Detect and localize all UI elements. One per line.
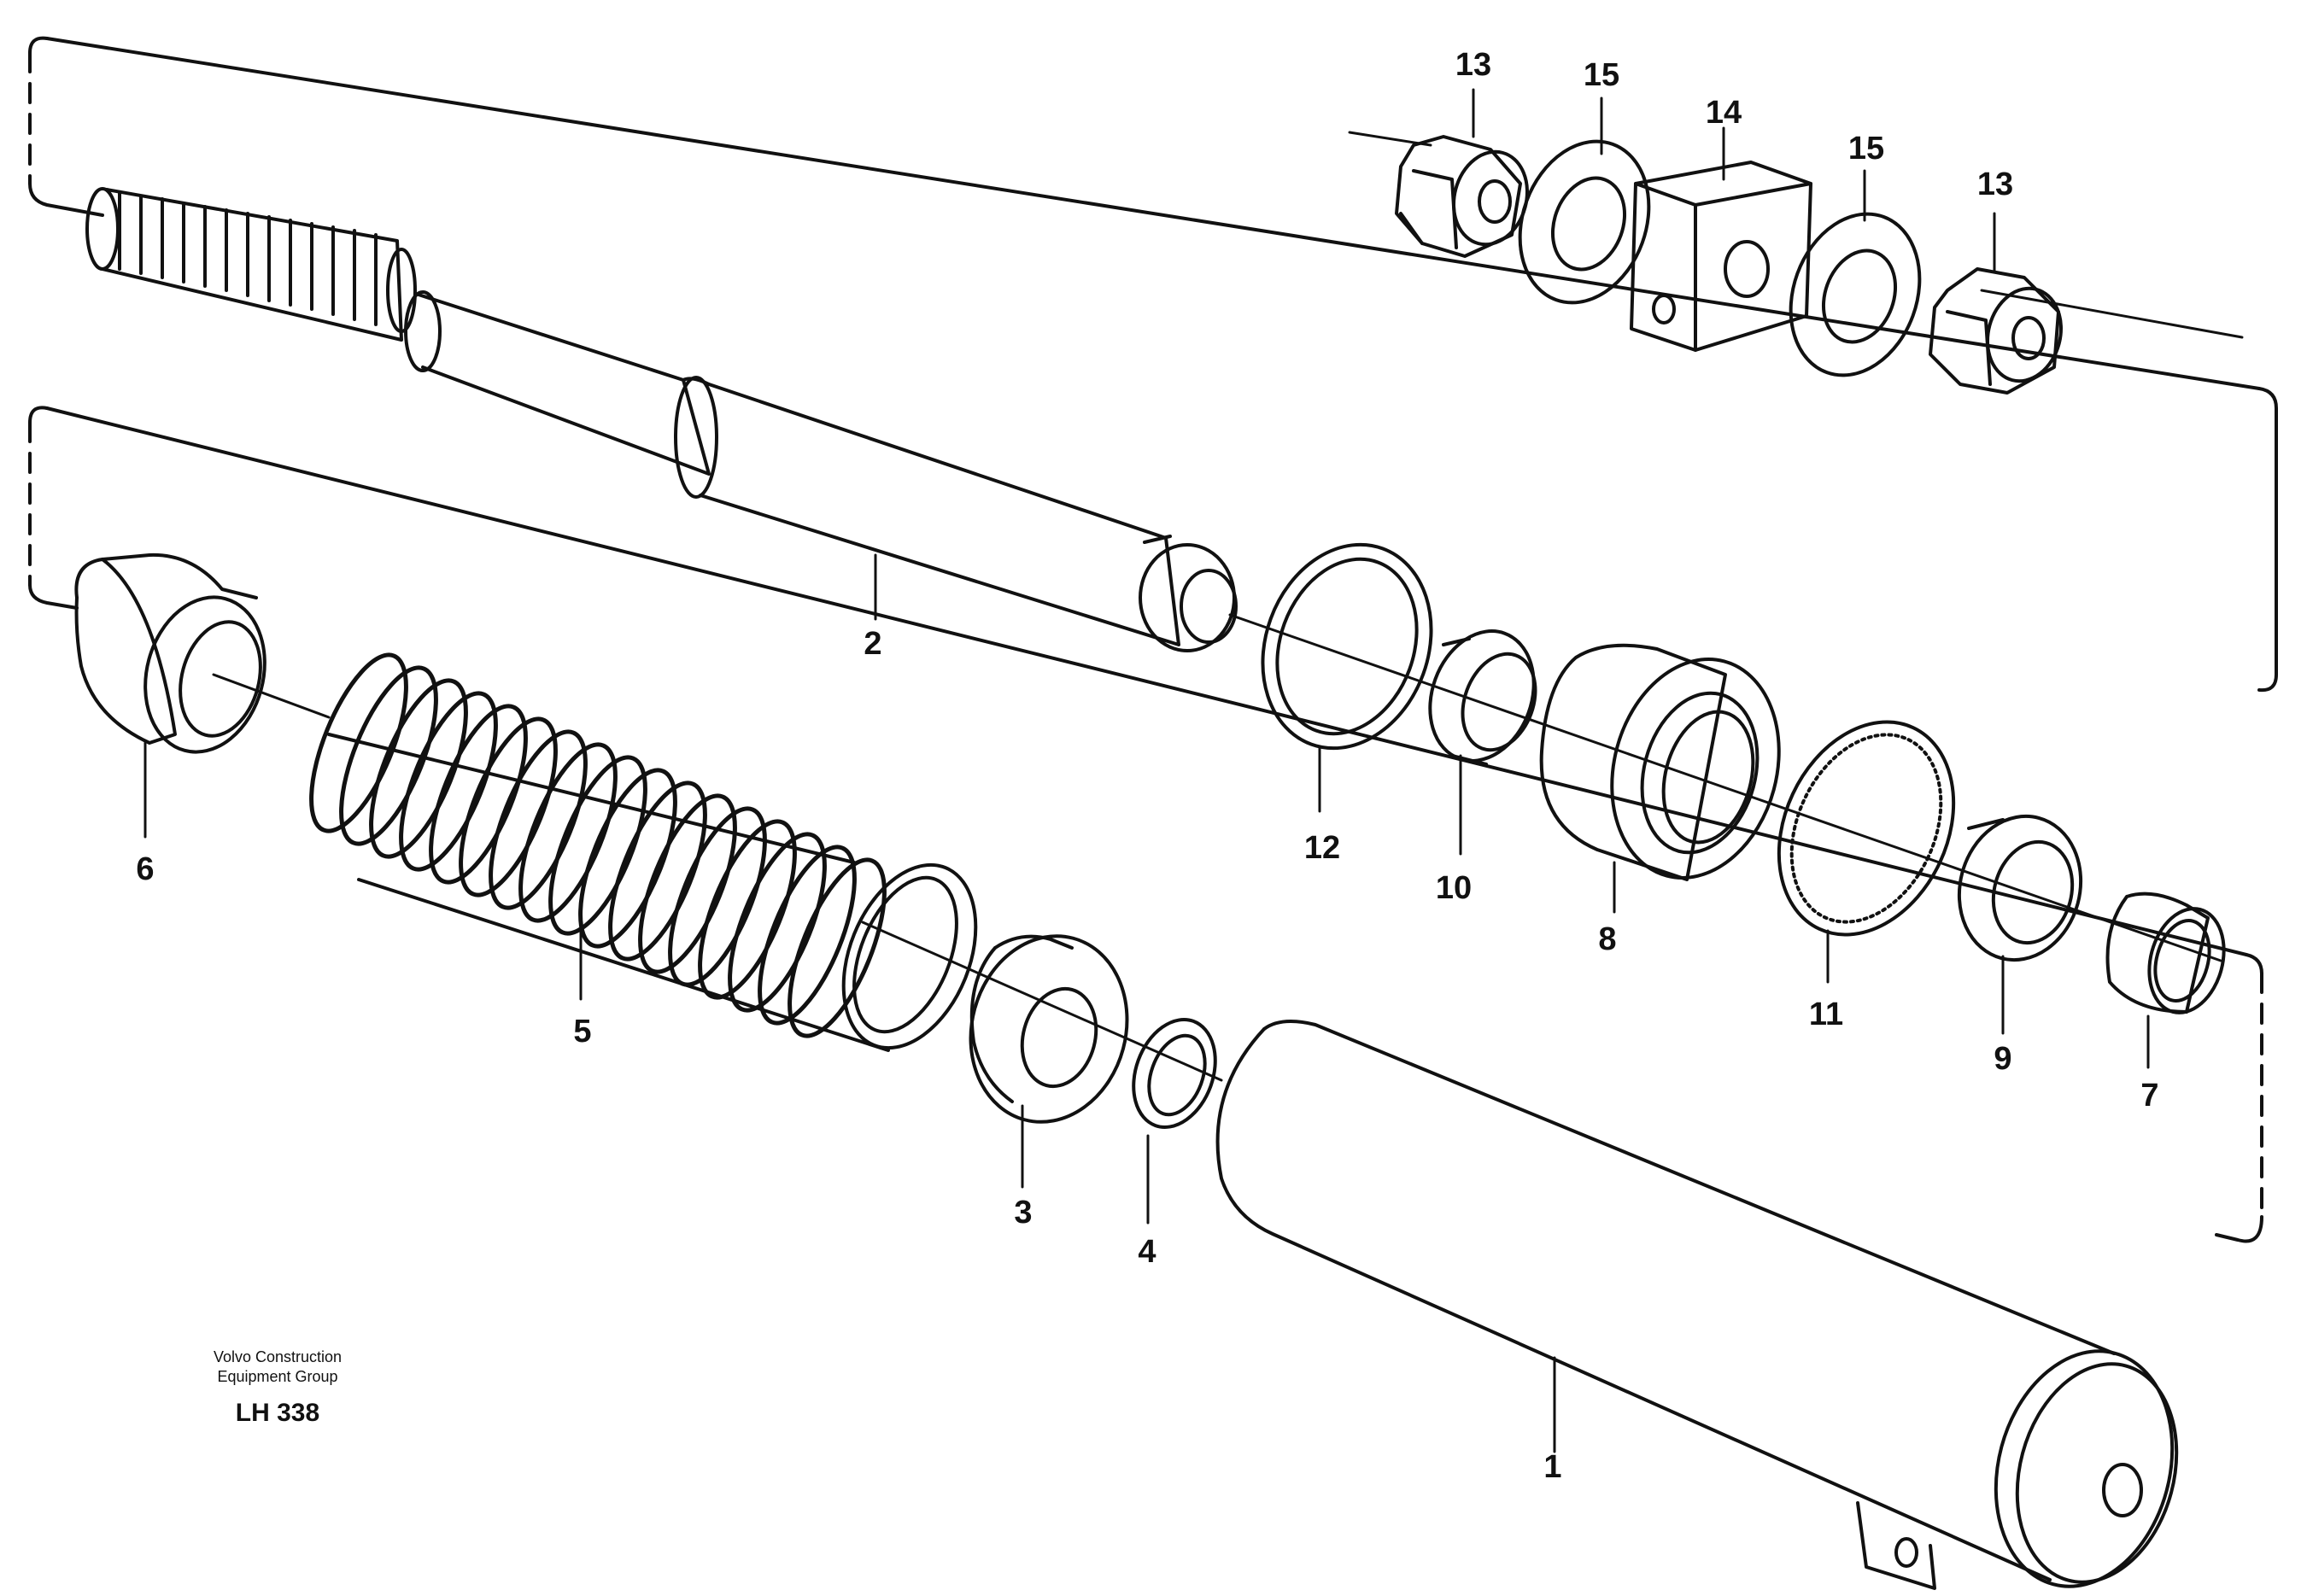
callout-5: 5 <box>573 1014 591 1049</box>
callout-15-right: 15 <box>1848 131 1884 167</box>
part-15-washer-right <box>1789 212 1922 377</box>
callout-14: 14 <box>1706 95 1742 131</box>
part-8-gland <box>1539 643 1781 881</box>
callout-9: 9 <box>1994 1041 2011 1077</box>
upper-assembly-outline <box>28 36 2278 693</box>
callout-leader-lines <box>143 88 2150 1453</box>
callout-2: 2 <box>864 626 881 662</box>
part-3-spring-seat <box>969 934 1129 1124</box>
callout-8: 8 <box>1598 921 1616 957</box>
callout-13-left: 13 <box>1455 47 1491 83</box>
callout-7: 7 <box>2140 1078 2158 1114</box>
part-13-nut-right <box>1929 267 2063 395</box>
part-7-sleeve <box>2105 892 2226 1014</box>
assembly-axis-lines <box>212 131 2244 1082</box>
part-1-cylinder-barrel <box>1215 1020 2179 1590</box>
callout-12: 12 <box>1304 830 1340 866</box>
part-9-bushing <box>1957 814 2083 962</box>
publisher-block: Volvo Construction Equipment Group LH 33… <box>171 1348 384 1428</box>
callout-3: 3 <box>1014 1195 1032 1231</box>
publisher-line-2: Equipment Group <box>217 1368 338 1385</box>
callout-1: 1 <box>1543 1449 1561 1485</box>
callout-4: 4 <box>1138 1234 1156 1270</box>
part-11-seal-ring <box>1777 720 1956 937</box>
part-10-bushing <box>1428 629 1537 766</box>
part-15-washer-left <box>1518 139 1651 305</box>
part-12-ring <box>1261 542 1433 751</box>
part-2-piston-rod <box>85 187 1238 652</box>
callout-13-right: 13 <box>1977 167 2013 202</box>
part-13-nut-left <box>1395 135 1529 258</box>
publisher-line-1: Volvo Construction <box>213 1348 343 1365</box>
callout-11: 11 <box>1809 997 1843 1032</box>
part-4-small-ring <box>1132 1018 1217 1129</box>
callout-15-left: 15 <box>1584 57 1619 93</box>
lower-assembly-outline <box>28 406 2263 1243</box>
part-6-end-cap <box>74 552 266 754</box>
part-14-block <box>1630 161 1812 352</box>
callout-10: 10 <box>1436 870 1472 906</box>
part-5-spring <box>309 652 978 1052</box>
figure-reference: LH 338 <box>235 1399 320 1427</box>
callout-6: 6 <box>136 851 154 887</box>
